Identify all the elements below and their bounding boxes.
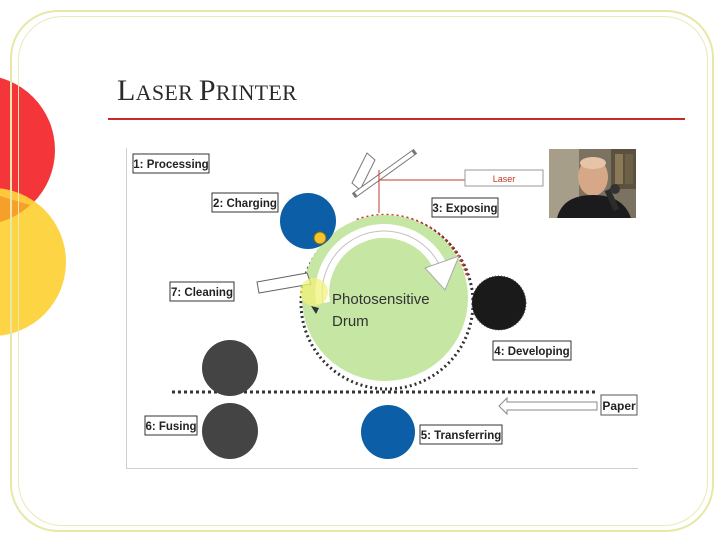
fusing-roller-top bbox=[202, 340, 258, 396]
slide-frame-inner bbox=[18, 16, 708, 526]
cursor-icon bbox=[311, 306, 319, 314]
drum-charge-arc bbox=[356, 213, 470, 279]
laser-label: Laser bbox=[493, 174, 516, 184]
label-box-cleaning bbox=[169, 281, 235, 302]
label-box-fusing bbox=[144, 415, 198, 436]
title-initial-l: L bbox=[117, 74, 136, 107]
diagram-svg: Paper Photosensitive Drum Laser bbox=[132, 148, 638, 459]
paper-label: Paper bbox=[602, 399, 636, 413]
cleaning-highlight bbox=[300, 278, 328, 306]
title-part-2: RINTER bbox=[215, 80, 298, 105]
label-box-developing bbox=[492, 340, 572, 361]
label-box-transferring bbox=[419, 424, 503, 445]
label-box-exposing bbox=[431, 197, 499, 218]
label-developing: 4: Developing bbox=[494, 346, 569, 358]
paper-arrow bbox=[498, 396, 598, 416]
charging-dot bbox=[313, 231, 327, 245]
label-box-charging bbox=[211, 192, 279, 213]
drum-label-1: Photosensitive bbox=[332, 291, 430, 308]
slide-frame-outer bbox=[10, 10, 714, 532]
transfer-roller bbox=[361, 405, 415, 459]
decorative-circles bbox=[0, 77, 66, 336]
label-cleaning: 7: Cleaning bbox=[171, 287, 233, 299]
charging-roller bbox=[280, 193, 336, 249]
drum-label-2: Drum bbox=[332, 313, 369, 330]
label-charging: 2: Charging bbox=[213, 198, 277, 210]
laser-box bbox=[464, 169, 544, 187]
label-fusing: 6: Fusing bbox=[145, 421, 196, 433]
presenter-image bbox=[549, 149, 636, 218]
title-underline bbox=[108, 118, 685, 120]
label-box-processing bbox=[132, 153, 210, 174]
label-exposing: 3: Exposing bbox=[432, 203, 497, 215]
title-part-1: ASER bbox=[135, 80, 199, 105]
label-processing: 1: Processing bbox=[133, 159, 208, 171]
presenter-video-inset bbox=[549, 149, 636, 218]
paper-label-box bbox=[600, 394, 638, 416]
developer-roller bbox=[472, 276, 526, 330]
fusing-roller-bottom bbox=[202, 403, 258, 459]
slide-title: LASER PRINTER bbox=[117, 74, 297, 108]
label-transferring: 5: Transferring bbox=[421, 430, 502, 442]
title-initial-p: P bbox=[198, 74, 216, 107]
rotation-arrow-head bbox=[424, 255, 460, 291]
laser-printer-diagram: Paper Photosensitive Drum Laser bbox=[126, 148, 638, 469]
